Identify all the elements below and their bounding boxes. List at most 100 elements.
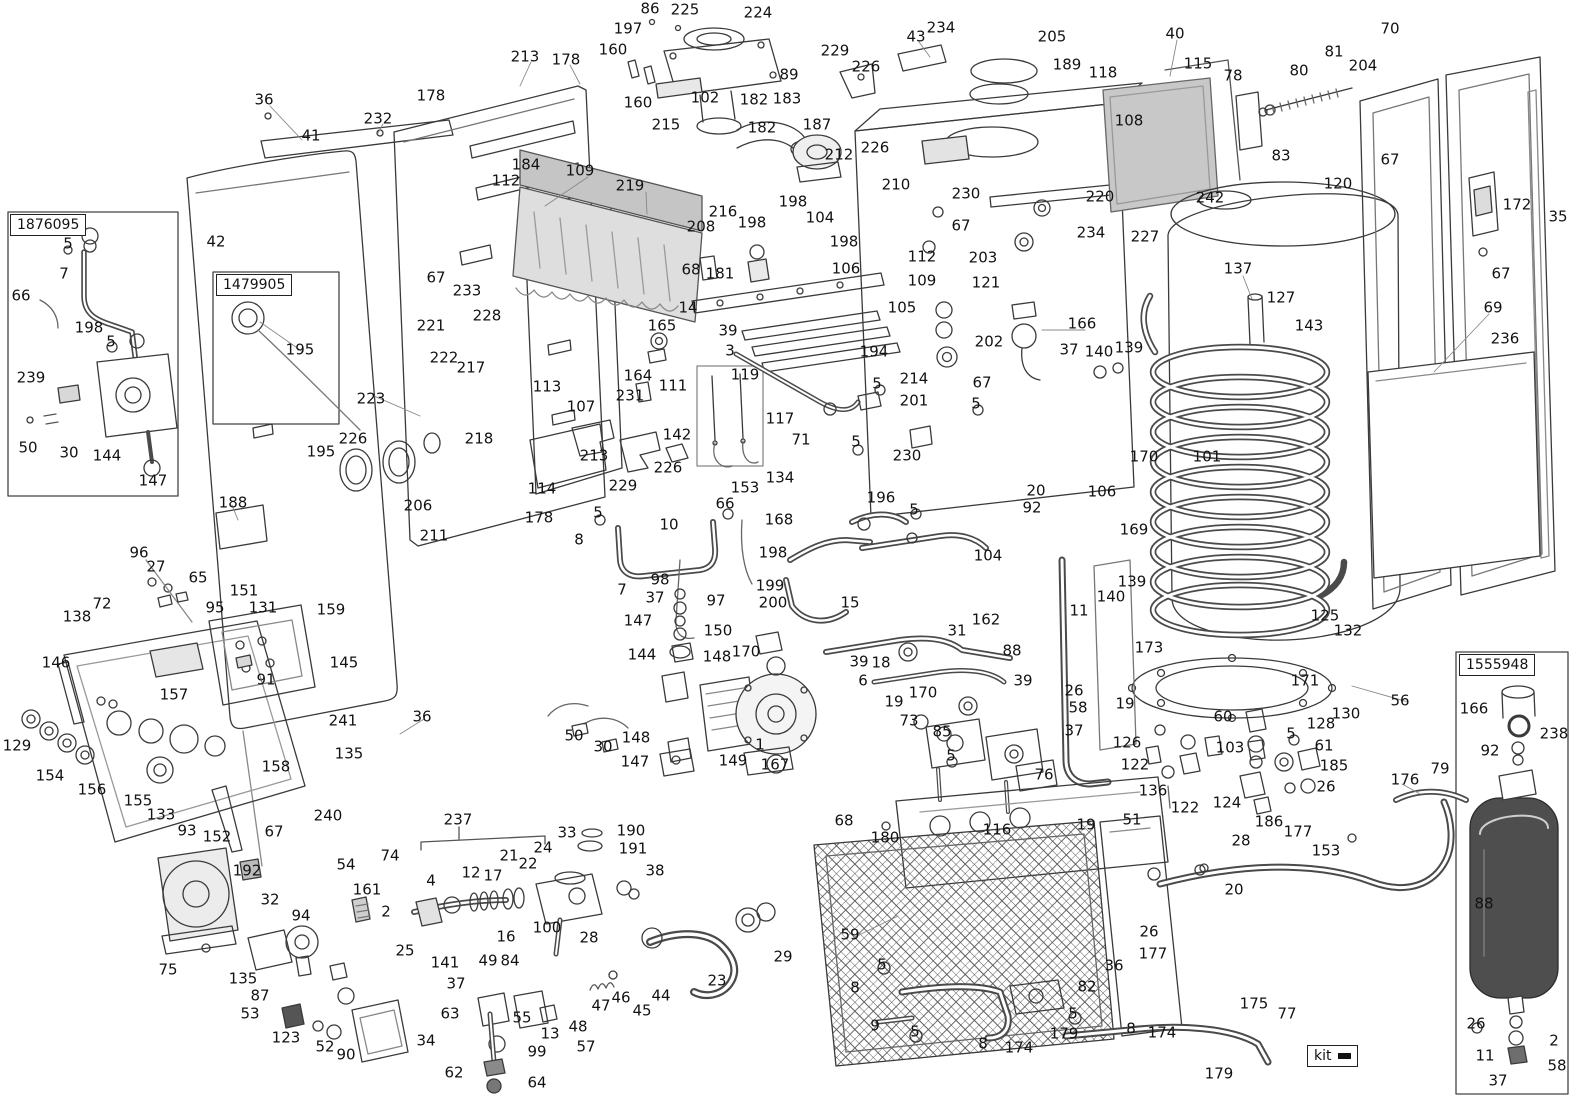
- part-label-11: 11: [1475, 1046, 1495, 1065]
- part-label-78: 78: [1223, 66, 1243, 85]
- part-label-26: 26: [1466, 1014, 1486, 1033]
- part-label-227: 227: [1130, 227, 1160, 246]
- part-label-67: 67: [972, 373, 992, 392]
- part-label-48: 48: [568, 1017, 588, 1036]
- part-label-37: 37: [1059, 340, 1079, 359]
- part-label-61: 61: [1314, 736, 1334, 755]
- part-label-159: 159: [316, 600, 346, 619]
- tank-flange: [1127, 653, 1337, 761]
- part-label-149: 149: [718, 751, 748, 770]
- part-label-234: 234: [926, 18, 956, 37]
- part-label-173: 173: [1134, 638, 1164, 657]
- part-label-225: 225: [670, 0, 700, 19]
- part-label-139: 139: [1117, 572, 1147, 591]
- part-label-223: 223: [356, 389, 386, 408]
- thermostat-parts: [145, 559, 193, 623]
- part-label-31: 31: [947, 621, 967, 640]
- part-label-239: 239: [16, 368, 46, 387]
- control-panel: [63, 620, 306, 853]
- part-label-119: 119: [730, 365, 760, 384]
- part-label-160: 160: [623, 93, 653, 112]
- valve-group-63: [477, 970, 618, 1094]
- part-label-178: 178: [524, 508, 554, 527]
- part-label-5: 5: [106, 332, 116, 351]
- part-label-135: 135: [228, 969, 258, 988]
- part-label-153: 153: [730, 478, 760, 497]
- part-label-67: 67: [1491, 264, 1511, 283]
- part-label-35: 35: [1548, 207, 1568, 226]
- part-label-125: 125: [1310, 606, 1340, 625]
- part-label-20: 20: [1026, 481, 1046, 500]
- part-label-219: 219: [615, 176, 645, 195]
- pump-assembly: [661, 615, 817, 776]
- part-label-174: 174: [1004, 1038, 1034, 1057]
- part-label-44: 44: [651, 986, 671, 1005]
- part-label-85: 85: [932, 722, 952, 741]
- part-label-18: 18: [871, 653, 891, 672]
- part-label-47: 47: [591, 996, 611, 1015]
- part-label-179: 179: [1204, 1064, 1234, 1083]
- part-label-96: 96: [129, 543, 149, 562]
- part-label-67: 67: [1380, 150, 1400, 169]
- part-label-195: 195: [285, 340, 315, 359]
- part-label-66: 66: [11, 286, 31, 305]
- part-label-206: 206: [403, 496, 433, 515]
- part-label-200: 200: [758, 593, 788, 612]
- tank-fittings: [1145, 708, 1321, 815]
- part-label-30: 30: [593, 737, 613, 756]
- electrodes: [696, 365, 764, 468]
- part-label-101: 101: [1192, 447, 1222, 466]
- part-label-5: 5: [971, 394, 981, 413]
- part-label-72: 72: [92, 594, 112, 613]
- part-label-36: 36: [254, 90, 274, 109]
- part-label-205: 205: [1037, 27, 1067, 46]
- part-label-88: 88: [1474, 894, 1494, 913]
- base-grid: [813, 820, 1115, 1067]
- part-label-37: 37: [446, 974, 466, 993]
- bottom-pipes: [875, 798, 1455, 1066]
- part-label-32: 32: [260, 890, 280, 909]
- part-label-100: 100: [532, 918, 562, 937]
- part-label-136: 136: [1138, 781, 1168, 800]
- part-label-28: 28: [1231, 831, 1251, 850]
- part-label-8: 8: [850, 978, 860, 997]
- part-label-39: 39: [1013, 671, 1033, 690]
- part-label-113: 113: [532, 377, 562, 396]
- dhw-pipes: [823, 635, 1013, 685]
- label-brackets: [420, 826, 546, 851]
- part-label-43: 43: [906, 27, 926, 46]
- hose-group: [411, 828, 640, 957]
- part-label-71: 71: [791, 430, 811, 449]
- panel-trim: [57, 661, 85, 725]
- part-label-170: 170: [1129, 447, 1159, 466]
- part-label-2: 2: [1549, 1031, 1559, 1050]
- part-label-185: 185: [1319, 756, 1349, 775]
- part-label-145: 145: [329, 653, 359, 672]
- part-label-5: 5: [910, 1022, 920, 1041]
- part-label-12: 12: [461, 863, 481, 882]
- part-label-37: 37: [1488, 1071, 1508, 1090]
- part-label-65: 65: [188, 568, 208, 587]
- part-label-177: 177: [1138, 944, 1168, 963]
- part-label-242: 242: [1195, 188, 1225, 207]
- combustion-chamber-insulation: [512, 149, 703, 323]
- part-label-7: 7: [59, 264, 69, 283]
- part-label-30: 30: [59, 443, 79, 462]
- part-label-88: 88: [1002, 641, 1022, 660]
- part-label-158: 158: [261, 757, 291, 776]
- part-label-236: 236: [1490, 329, 1520, 348]
- part-label-211: 211: [419, 526, 449, 545]
- part-label-232: 232: [363, 109, 393, 128]
- part-label-147: 147: [138, 471, 168, 490]
- part-label-56: 56: [1390, 691, 1410, 710]
- part-label-137: 137: [1223, 259, 1253, 278]
- part-label-144: 144: [92, 446, 122, 465]
- part-label-123: 123: [271, 1028, 301, 1047]
- part-label-105: 105: [887, 298, 917, 317]
- part-label-107: 107: [566, 397, 596, 416]
- boiler-body-shell: [854, 58, 1143, 518]
- part-label-26: 26: [1064, 681, 1084, 700]
